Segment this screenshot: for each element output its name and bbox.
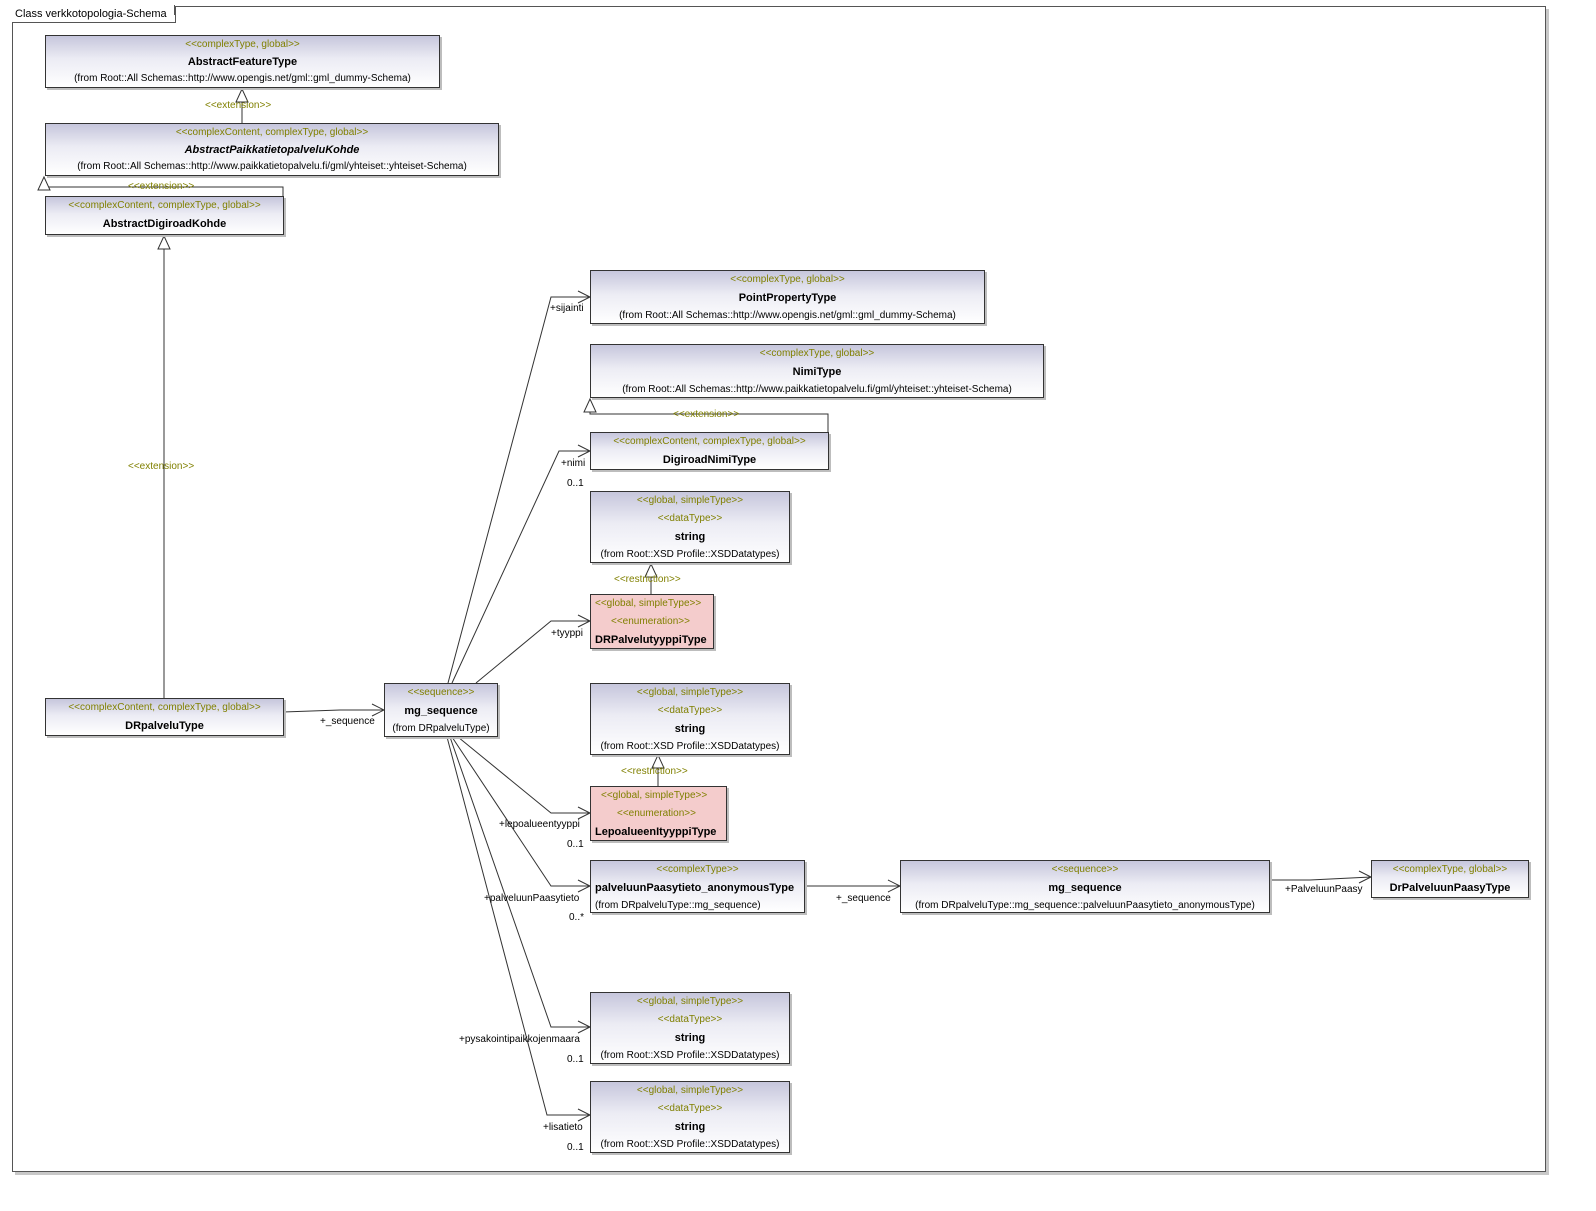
role-label: +pysakointipaikkojenmaara <box>459 1034 580 1045</box>
stereotype: <<dataType>> <box>657 1103 723 1114</box>
role-label: +tyyppi <box>551 628 583 639</box>
role-label: +_sequence <box>320 716 375 727</box>
class-origin: (from Root::XSD Profile::XSDDatatypes) <box>600 741 780 752</box>
diagram-title: Class verkkotopologia-Schema <box>12 5 176 23</box>
stereotype: <<global, simpleType>> <box>595 598 702 609</box>
extension-label: <<extension>> <box>673 409 740 420</box>
class-box-mg-sequence-2[interactable]: <<sequence>> mg_sequence (from DRpalvelu… <box>900 860 1270 913</box>
multiplicity-label: 0..1 <box>567 478 584 489</box>
stereotype: <<global, simpleType>> <box>636 495 744 506</box>
multiplicity-label: 0..1 <box>567 1054 584 1065</box>
stereotype: <<complexContent, complexType, global>> <box>613 436 806 447</box>
class-name: DRPalvelutyyppiType <box>595 634 707 646</box>
class-name: AbstractPaikkatietopalveluKohde <box>184 144 360 156</box>
class-origin: (from Root::XSD Profile::XSDDatatypes) <box>600 549 780 560</box>
class-box-drpalveluun-paasy[interactable]: <<complexType, global>> DrPalveluunPaasy… <box>1371 860 1529 898</box>
class-box-abstract-digiroad[interactable]: <<complexContent, complexType, global>> … <box>45 196 284 235</box>
class-name: LepoalueenItyyppiType <box>595 826 717 838</box>
class-box-drpalvelu[interactable]: <<complexContent, complexType, global>> … <box>45 698 284 736</box>
stereotype: <<complexType, global>> <box>1392 864 1508 875</box>
class-name: palveluunPaasytieto_anonymousType <box>595 882 795 894</box>
stereotype: <<complexType, global>> <box>759 348 875 359</box>
role-label: +lepoalueentyyppi <box>499 819 580 830</box>
stereotype: <<complexType, global>> <box>185 39 300 50</box>
class-box-point-property[interactable]: <<complexType, global>> PointPropertyTyp… <box>590 270 985 324</box>
class-box-abstract-feature-type[interactable]: <<complexType, global>> AbstractFeatureT… <box>45 35 440 88</box>
role-label: +lisatieto <box>543 1122 583 1133</box>
role-label: +sijainti <box>550 303 584 314</box>
class-box-string-3[interactable]: <<global, simpleType>> <<dataType>> stri… <box>590 992 790 1064</box>
class-origin: (from Root::XSD Profile::XSDDatatypes) <box>600 1050 780 1061</box>
class-origin: (from Root::All Schemas::http://www.open… <box>74 73 411 84</box>
stereotype: <<global, simpleType>> <box>601 790 708 801</box>
stereotype: <<global, simpleType>> <box>636 687 744 698</box>
class-name: DigiroadNimiType <box>662 454 757 466</box>
class-box-nimi-type[interactable]: <<complexType, global>> NimiType (from R… <box>590 344 1044 398</box>
extension-label: <<extension>> <box>128 461 195 472</box>
class-origin: (from DRpalveluType::mg_sequence) <box>595 900 761 911</box>
class-box-digiroad-nimi[interactable]: <<complexContent, complexType, global>> … <box>590 432 829 470</box>
role-label: +PalveluunPaasy <box>1285 884 1363 895</box>
class-name: string <box>674 1032 706 1044</box>
class-box-lepoalue[interactable]: <<global, simpleType>> <<enumeration>> L… <box>590 786 727 841</box>
class-name: AbstractFeatureType <box>187 56 298 68</box>
stereotype: <<dataType>> <box>657 705 723 716</box>
stereotype: <<complexType, global>> <box>730 274 845 285</box>
class-origin: (from DRpalveluType::mg_sequence::palvel… <box>915 900 1255 911</box>
class-name: string <box>674 1121 706 1133</box>
class-box-palveluun-anonymous[interactable]: <<complexType>> palveluunPaasytieto_anon… <box>590 860 805 913</box>
extension-label: <<extension>> <box>128 181 195 192</box>
class-name: mg_sequence <box>404 705 478 717</box>
class-box-string-4[interactable]: <<global, simpleType>> <<dataType>> stri… <box>590 1081 790 1153</box>
stereotype: <<global, simpleType>> <box>636 1085 744 1096</box>
class-box-string-1[interactable]: <<global, simpleType>> <<dataType>> stri… <box>590 491 790 563</box>
restriction-label: <<restriction>> <box>614 574 681 585</box>
stereotype: <<global, simpleType>> <box>636 996 744 1007</box>
stereotype: <<dataType>> <box>657 1014 723 1025</box>
class-box-string-2[interactable]: <<global, simpleType>> <<dataType>> stri… <box>590 683 790 755</box>
class-name: DRpalveluType <box>125 720 204 732</box>
stereotype: <<complexContent, complexType, global>> <box>68 200 261 211</box>
class-name: DrPalveluunPaasyType <box>1389 882 1511 894</box>
multiplicity-label: 0..1 <box>567 839 584 850</box>
class-name: mg_sequence <box>1048 882 1122 894</box>
class-name: string <box>674 531 706 543</box>
class-name: NimiType <box>792 366 842 378</box>
role-label: +nimi <box>561 458 586 469</box>
role-label: +_sequence <box>836 893 891 904</box>
stereotype: <<complexType>> <box>656 864 739 875</box>
class-box-mg-sequence[interactable]: <<sequence>> mg_sequence (from DRpalvelu… <box>384 683 498 737</box>
extension-label: <<extension>> <box>205 100 272 111</box>
stereotype: <<enumeration>> <box>611 616 690 627</box>
stereotype: <<sequence>> <box>1051 864 1119 875</box>
class-name: string <box>674 723 706 735</box>
stereotype: <<complexContent, complexType, global>> <box>175 127 369 138</box>
class-origin: (from Root::XSD Profile::XSDDatatypes) <box>600 1139 780 1150</box>
class-box-drpalvelutyyppi[interactable]: <<global, simpleType>> <<enumeration>> D… <box>590 594 714 649</box>
stereotype: <<dataType>> <box>657 513 723 524</box>
class-name: PointPropertyType <box>738 292 837 304</box>
restriction-label: <<restriction>> <box>621 766 688 777</box>
stereotype: <<complexContent, complexType, global>> <box>68 702 261 713</box>
multiplicity-label: 0..1 <box>567 1142 584 1153</box>
class-origin: (from Root::All Schemas::http://www.paik… <box>77 161 467 172</box>
role-label: +palveluunPaasytieto <box>484 893 580 904</box>
class-origin: (from DRpalveluType) <box>392 723 490 734</box>
class-box-abstract-paikkatieto[interactable]: <<complexContent, complexType, global>> … <box>45 123 499 176</box>
stereotype: <<enumeration>> <box>617 808 696 819</box>
multiplicity-label: 0..* <box>569 912 585 923</box>
class-origin: (from Root::All Schemas::http://www.paik… <box>622 384 1012 395</box>
class-origin: (from Root::All Schemas::http://www.open… <box>619 310 956 321</box>
class-name: AbstractDigiroadKohde <box>102 218 227 230</box>
stereotype: <<sequence>> <box>407 687 475 698</box>
